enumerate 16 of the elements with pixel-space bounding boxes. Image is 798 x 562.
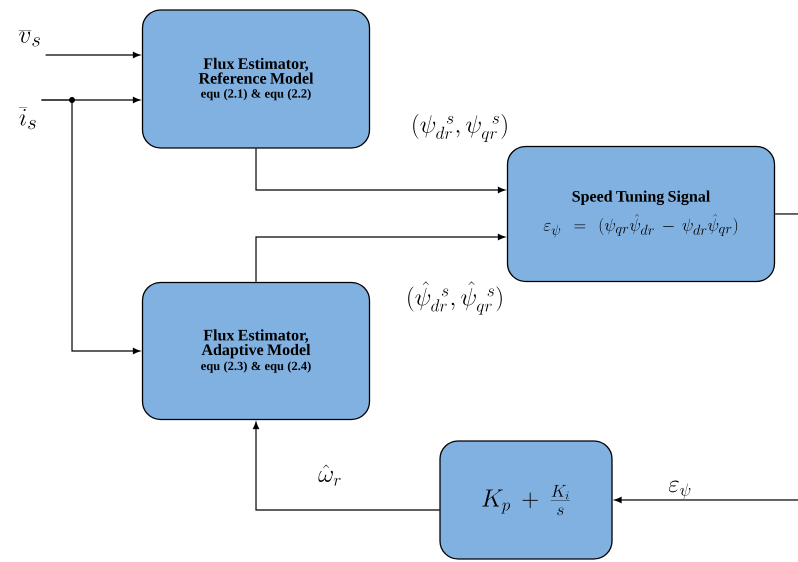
- edge-label: $\hat{\omega}_r$: [318, 464, 341, 486]
- arrow: [255, 234, 506, 282]
- input-label: $\overline{i}_s$: [18, 108, 36, 130]
- arrow: [46, 52, 140, 58]
- block-box: $K_p + \frac{K_i}{s}$: [439, 440, 613, 560]
- block-box: Flux Estimator, Reference Model equ (2.1) & equ (2.2): [142, 9, 370, 149]
- block-box: Flux Estimator, Adaptive Model equ (2.3) & equ (2.4): [142, 282, 370, 420]
- input-label: $\overline{v}_s$: [18, 30, 40, 46]
- edge-label: $(\psi_{dr}^{\;\;s},\psi_{qr}^{\;\;s})$: [413, 114, 507, 142]
- arrow: [255, 148, 506, 194]
- arrow: [252, 422, 440, 511]
- edge-label: $\varepsilon_\psi$: [668, 480, 690, 500]
- arrow: [41, 97, 140, 354]
- edge-label: $(\hat{\psi}_{dr}^{\;\;s},\hat{\psi}_{qr}^{\;\;s})$: [408, 281, 502, 315]
- block-box: Speed Tuning Signal $\varepsilon_\psi = (\psi_{qr}\hat{\psi}_{dr} - \psi_{dr}\hat{\psi}_{qr})$: [506, 146, 776, 282]
- arrow: [614, 496, 798, 504]
